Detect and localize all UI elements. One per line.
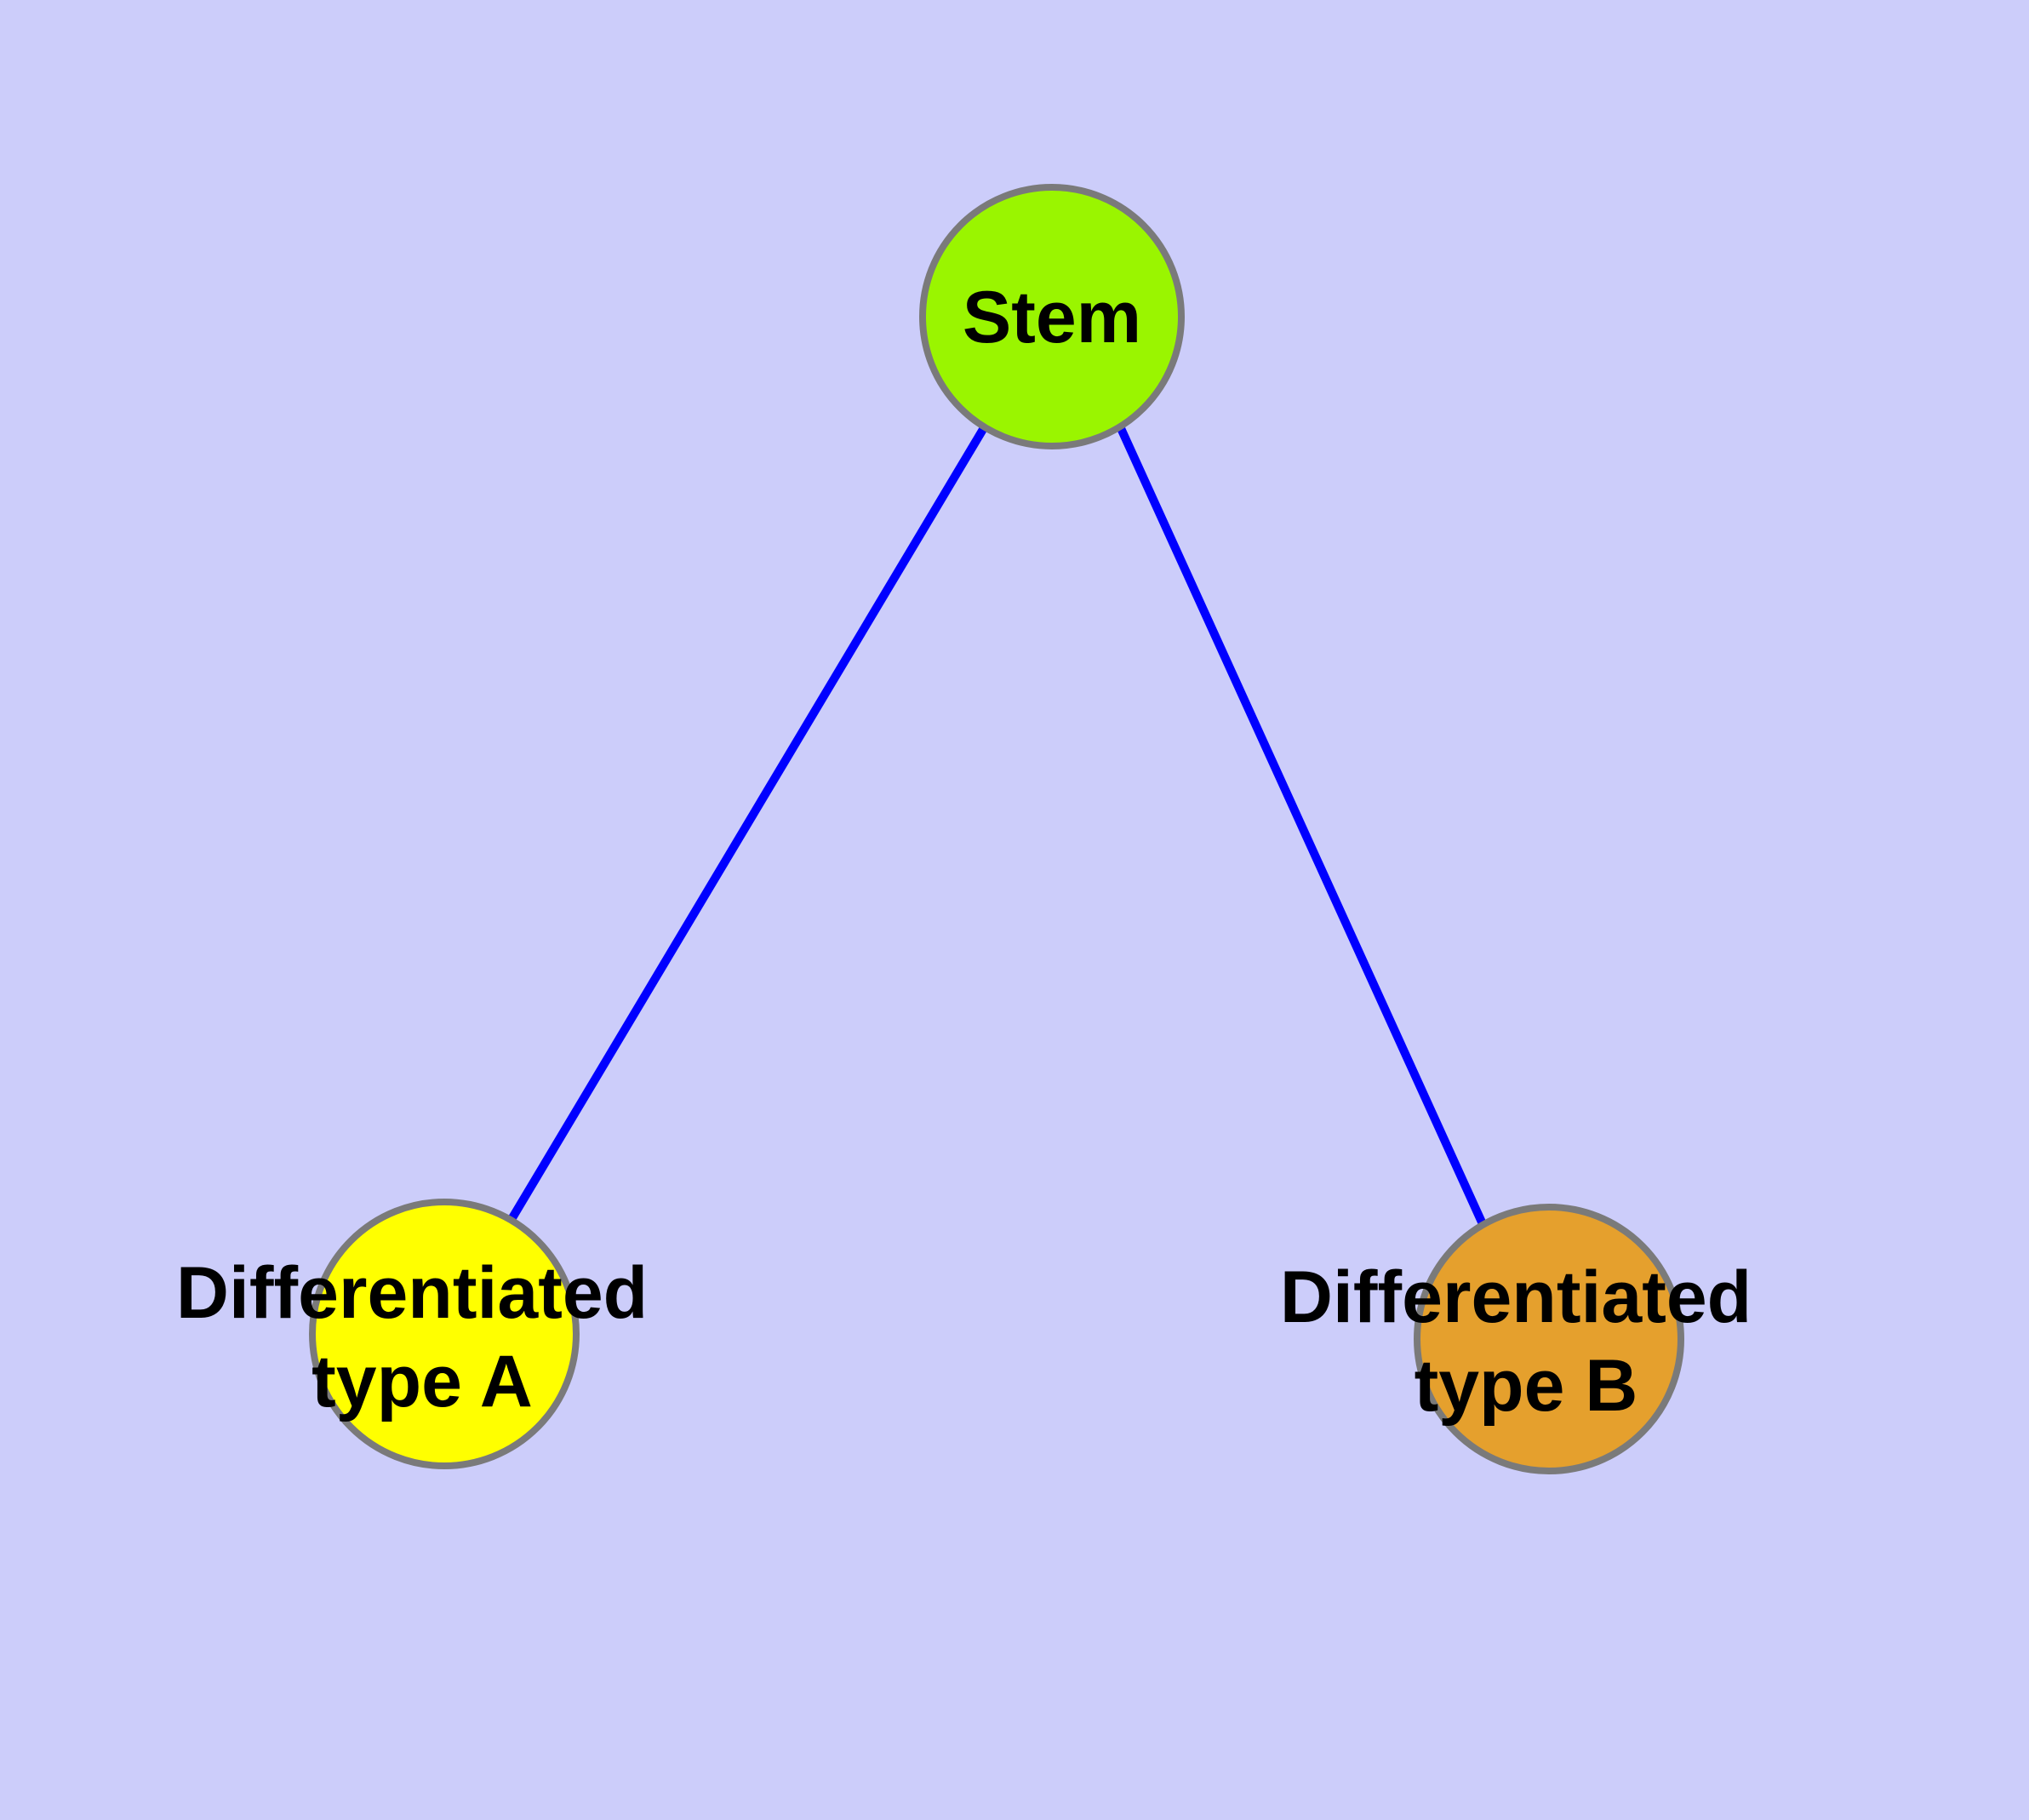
node-differentiated-type-a-label-line-1: Differentiated	[176, 1252, 648, 1334]
edge-layer	[506, 424, 1488, 1228]
node-differentiated-type-a-circle[interactable]	[309, 1199, 580, 1469]
edge-stem-to-differentiated-type-b[interactable]	[1116, 424, 1488, 1228]
node-stem-label-line-1: Stem	[963, 277, 1141, 358]
node-differentiated-type-a[interactable]	[309, 1199, 580, 1469]
node-differentiated-type-a-label: Differentiated type A	[176, 1252, 668, 1422]
node-differentiated-type-b-label-line-1: Differentiated	[1280, 1256, 1752, 1338]
edge-stem-to-differentiated-type-a[interactable]	[506, 424, 989, 1223]
node-differentiated-type-a-label-line-2: type A	[311, 1341, 533, 1422]
node-differentiated-type-b-label: Differentiated type B	[1280, 1256, 1772, 1427]
node-stem-circle[interactable]	[919, 184, 1185, 449]
node-layer: Stem Differentiated type A Differentiate…	[176, 184, 1772, 1474]
node-stem[interactable]: Stem	[919, 184, 1185, 449]
node-differentiated-type-b-label-line-2: type B	[1415, 1345, 1638, 1427]
node-differentiated-type-b-circle[interactable]	[1414, 1204, 1684, 1474]
node-stem-label: Stem	[963, 277, 1141, 358]
node-differentiated-type-b[interactable]	[1414, 1204, 1684, 1474]
